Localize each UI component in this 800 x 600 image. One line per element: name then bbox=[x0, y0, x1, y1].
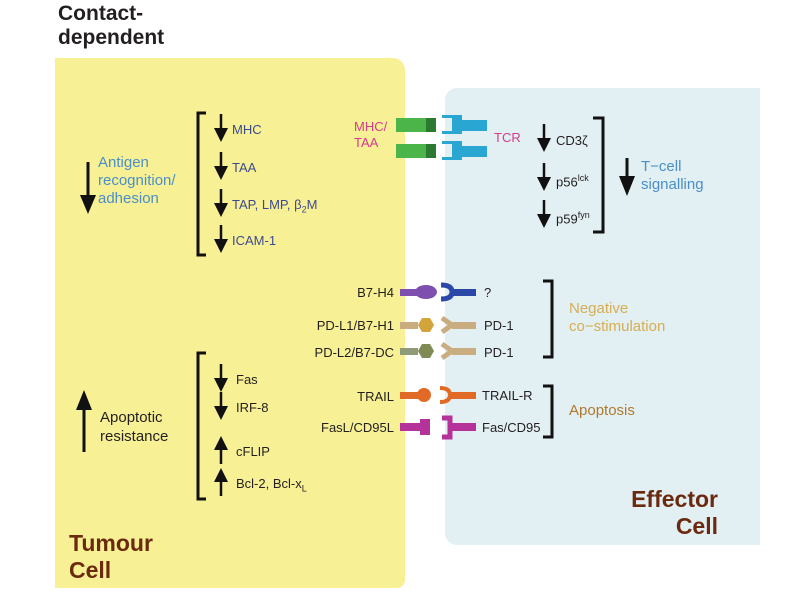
apoptotic-item-3-arrow-up-icon bbox=[214, 468, 228, 496]
antigen-item-0-arrow-down-icon bbox=[214, 114, 228, 142]
effector-cell-name: Effector Cell bbox=[631, 486, 718, 540]
pdl2-ligand bbox=[400, 344, 434, 358]
item-taa: TAA bbox=[232, 160, 257, 175]
antigen-label-line2: recognition/ bbox=[98, 172, 176, 189]
item-mhc: MHC bbox=[232, 122, 262, 137]
effector-line1: Effector bbox=[631, 486, 718, 512]
bracket-apoptotic bbox=[196, 351, 206, 501]
mhc-taa-label: MHC/ TAA bbox=[354, 119, 387, 151]
antigen-item-1-arrow-down-icon bbox=[214, 152, 228, 180]
apoptotic-item-2-arrow-up-icon bbox=[214, 436, 228, 464]
figure-title: Contact- dependent bbox=[58, 2, 164, 50]
antigen-label-line3: adhesion bbox=[98, 190, 159, 207]
p59-sup: fyn bbox=[577, 210, 590, 220]
tcell-line1: T−cell bbox=[641, 158, 682, 175]
unknown-receptor bbox=[440, 282, 476, 302]
arrow-antigen-down-icon bbox=[80, 162, 96, 214]
item-irf8: IRF-8 bbox=[236, 400, 269, 415]
title-line-1: Contact- bbox=[58, 2, 144, 25]
fas-receptor bbox=[442, 415, 476, 440]
b7h4-ligand bbox=[400, 285, 437, 299]
pdl2-label: PD-L2/B7-DC bbox=[314, 345, 394, 360]
tap-sub: 2 bbox=[301, 204, 307, 215]
tcr-receptor-1 bbox=[442, 115, 487, 134]
item-p59fyn: p59fyn bbox=[556, 208, 590, 226]
negative-costimulation-label: Negative co−stimulation bbox=[569, 300, 665, 336]
tcell-signalling-label: T−cell signalling bbox=[641, 158, 704, 194]
item-fas: Fas bbox=[236, 372, 258, 387]
apoptotic-label-line2: resistance bbox=[100, 428, 169, 445]
title-line-2: dependent bbox=[58, 26, 165, 49]
signalling-item-1-arrow-down-icon bbox=[537, 163, 551, 191]
bracket-apoptosis bbox=[543, 384, 554, 439]
bcl-text: Bcl-2, Bcl-x bbox=[236, 476, 302, 491]
tumour-line1: Tumour bbox=[69, 530, 153, 556]
mhc-taa-line2: TAA bbox=[354, 135, 379, 150]
item-cd3z: CD3ζ bbox=[556, 133, 588, 148]
fas-cd95-label: Fas/CD95 bbox=[482, 420, 541, 435]
negative-line2: co−stimulation bbox=[569, 318, 666, 335]
unknown-receptor-label: ? bbox=[484, 285, 492, 300]
signalling-item-2-arrow-down-icon bbox=[537, 200, 551, 228]
tap-suffix: M bbox=[306, 197, 318, 212]
arrow-apoptotic-up-icon bbox=[76, 390, 92, 452]
bracket-signalling bbox=[593, 116, 605, 234]
pd1-receptor-a bbox=[440, 315, 476, 335]
item-p56lck: p56lck bbox=[556, 171, 589, 189]
item-icam1: ICAM-1 bbox=[232, 233, 277, 248]
mhc-taa-molecule-1 bbox=[396, 118, 436, 132]
tap-text: TAP, LMP, β bbox=[232, 197, 302, 212]
mhc-taa-line1: MHC/ bbox=[354, 119, 388, 134]
tumour-cell-name: Tumour Cell bbox=[69, 530, 153, 584]
p56-text: p56 bbox=[556, 174, 578, 190]
apoptotic-label-line1: Apoptotic bbox=[100, 409, 163, 426]
pd1-receptor-b bbox=[440, 341, 476, 361]
small-arrows bbox=[214, 114, 551, 496]
tcr-receptor-2 bbox=[442, 141, 487, 160]
b7h4-label: B7-H4 bbox=[357, 285, 394, 300]
pdl1-label: PD-L1/B7-H1 bbox=[316, 318, 394, 333]
signalling-item-0-arrow-down-icon bbox=[537, 124, 551, 152]
apoptotic-item-0-arrow-down-icon bbox=[214, 364, 228, 392]
antigen-item-3-arrow-down-icon bbox=[214, 225, 228, 253]
pdl1-ligand bbox=[400, 318, 434, 332]
trailr-label: TRAIL-R bbox=[482, 388, 533, 403]
tumour-cell-region bbox=[55, 58, 405, 588]
bcl-sub: L bbox=[301, 483, 307, 494]
antigen-item-2-arrow-down-icon bbox=[214, 189, 228, 217]
trail-ligand bbox=[400, 388, 431, 402]
arrow-tcell-signalling-down-icon bbox=[619, 158, 635, 196]
effector-line2: Cell bbox=[675, 513, 718, 539]
tumour-line2: Cell bbox=[69, 557, 112, 583]
mhc-taa-molecule-2 bbox=[396, 144, 436, 158]
pd1-label-b: PD-1 bbox=[484, 345, 514, 360]
p56-sup: lck bbox=[577, 173, 589, 183]
negative-line1: Negative bbox=[569, 300, 629, 317]
antigen-recognition-label: Antigen recognition/ adhesion bbox=[98, 154, 176, 208]
apoptotic-resistance-label: Apoptotic resistance bbox=[100, 408, 168, 446]
trail-label: TRAIL bbox=[357, 389, 394, 404]
bracket-antigen bbox=[196, 111, 206, 257]
trail-receptor bbox=[439, 386, 476, 404]
tcell-line2: signalling bbox=[641, 176, 704, 193]
fasl-label: FasL/CD95L bbox=[321, 420, 394, 435]
item-bcl2: Bcl-2, Bcl-xL bbox=[236, 476, 307, 497]
apoptotic-item-1-arrow-down-icon bbox=[214, 392, 228, 420]
pd1-label-a: PD-1 bbox=[484, 318, 514, 333]
apoptosis-label: Apoptosis bbox=[569, 402, 635, 419]
p59-text: p59 bbox=[556, 211, 578, 227]
bracket-negative bbox=[543, 279, 554, 359]
item-cflip: cFLIP bbox=[236, 444, 270, 459]
tcr-label: TCR bbox=[494, 130, 521, 145]
antigen-label-line1: Antigen bbox=[98, 154, 149, 171]
fasl-ligand bbox=[400, 419, 430, 435]
item-tap-lmp-b2m: TAP, LMP, β2M bbox=[232, 197, 317, 218]
